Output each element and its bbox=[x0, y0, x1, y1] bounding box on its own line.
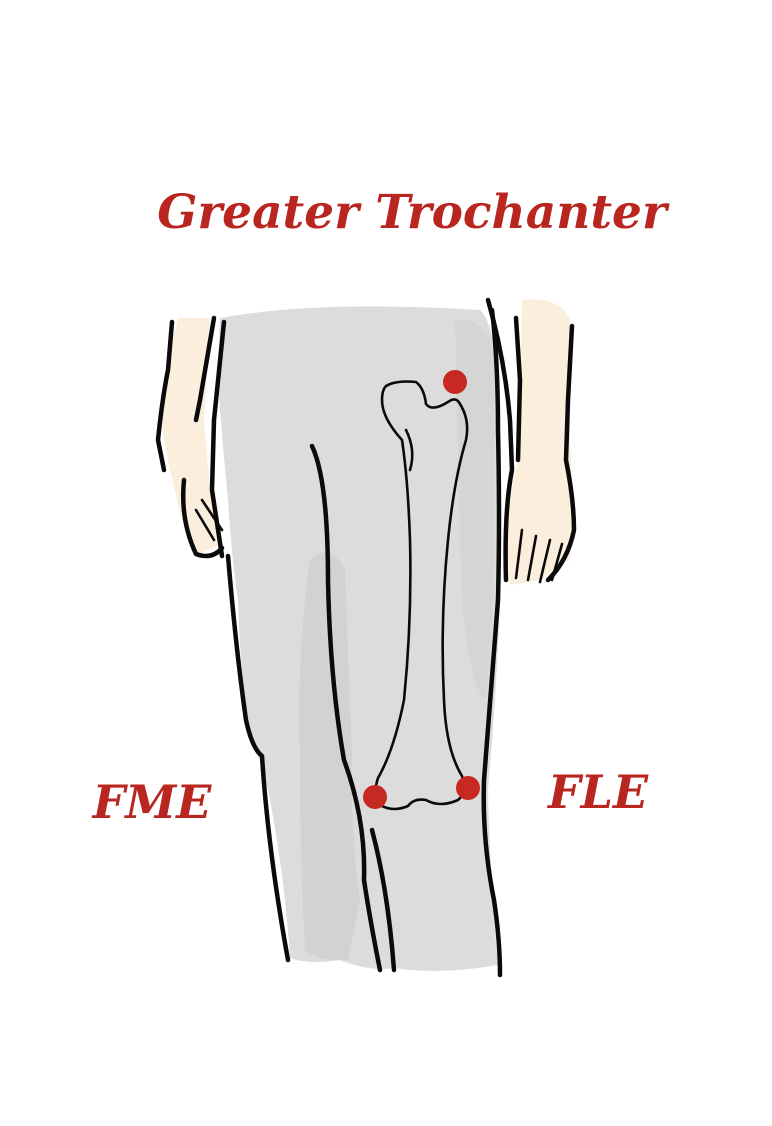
fme-marker bbox=[363, 785, 387, 809]
label-fme: FME bbox=[91, 775, 213, 829]
greater-trochanter-marker bbox=[443, 370, 467, 394]
label-greater-trochanter: Greater Trochanter bbox=[157, 185, 670, 240]
label-fle: FLE bbox=[546, 765, 649, 819]
fle-marker bbox=[456, 776, 480, 800]
femur-neck-line bbox=[404, 428, 414, 472]
leg-outline bbox=[225, 307, 503, 978]
femur-bone-outline bbox=[374, 380, 469, 811]
leg-shading bbox=[218, 306, 500, 971]
right-arm-outline bbox=[485, 297, 577, 584]
left-arm-outline bbox=[155, 315, 227, 559]
